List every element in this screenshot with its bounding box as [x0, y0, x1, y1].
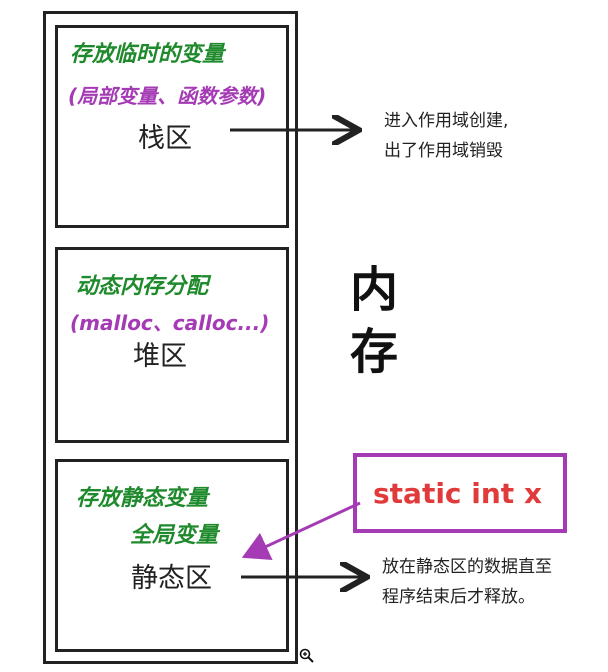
- heap-region: [55, 247, 289, 443]
- static-description-line1: 放在静态区的数据直至: [382, 557, 552, 577]
- heap-note-line1: 动态内存分配: [76, 274, 209, 299]
- static-example-code: static int x: [373, 477, 542, 510]
- stack-note-line1: 存放临时的变量: [70, 42, 225, 67]
- static-label: 静态区: [131, 563, 212, 594]
- heap-label: 堆区: [133, 341, 187, 372]
- stack-description-line1: 进入作用域创建,: [384, 111, 509, 131]
- stack-label: 栈区: [138, 123, 192, 154]
- static-note-line2: 全局变量: [130, 523, 219, 548]
- static-region: [55, 459, 289, 652]
- heap-note-line2: (malloc、calloc...): [70, 311, 270, 335]
- stack-note-line2: (局部变量、函数参数): [68, 84, 267, 108]
- memory-column: [43, 11, 298, 664]
- memory-title-line1: 内: [350, 262, 399, 318]
- stack-description-line2: 出了作用域销毁: [384, 141, 503, 161]
- memory-title-line2: 存: [350, 324, 399, 380]
- static-description: 放在静态区的数据直至 程序结束后才释放。: [382, 552, 552, 612]
- static-note-line1: 存放静态变量: [76, 486, 209, 511]
- static-example-box: [353, 453, 567, 533]
- stack-description: 进入作用域创建, 出了作用域销毁: [384, 106, 508, 166]
- static-description-line2: 程序结束后才释放。: [382, 587, 535, 607]
- zoom-in-icon[interactable]: [299, 648, 315, 664]
- stack-region: [55, 25, 289, 228]
- example-to-static-arrow: [241, 501, 361, 561]
